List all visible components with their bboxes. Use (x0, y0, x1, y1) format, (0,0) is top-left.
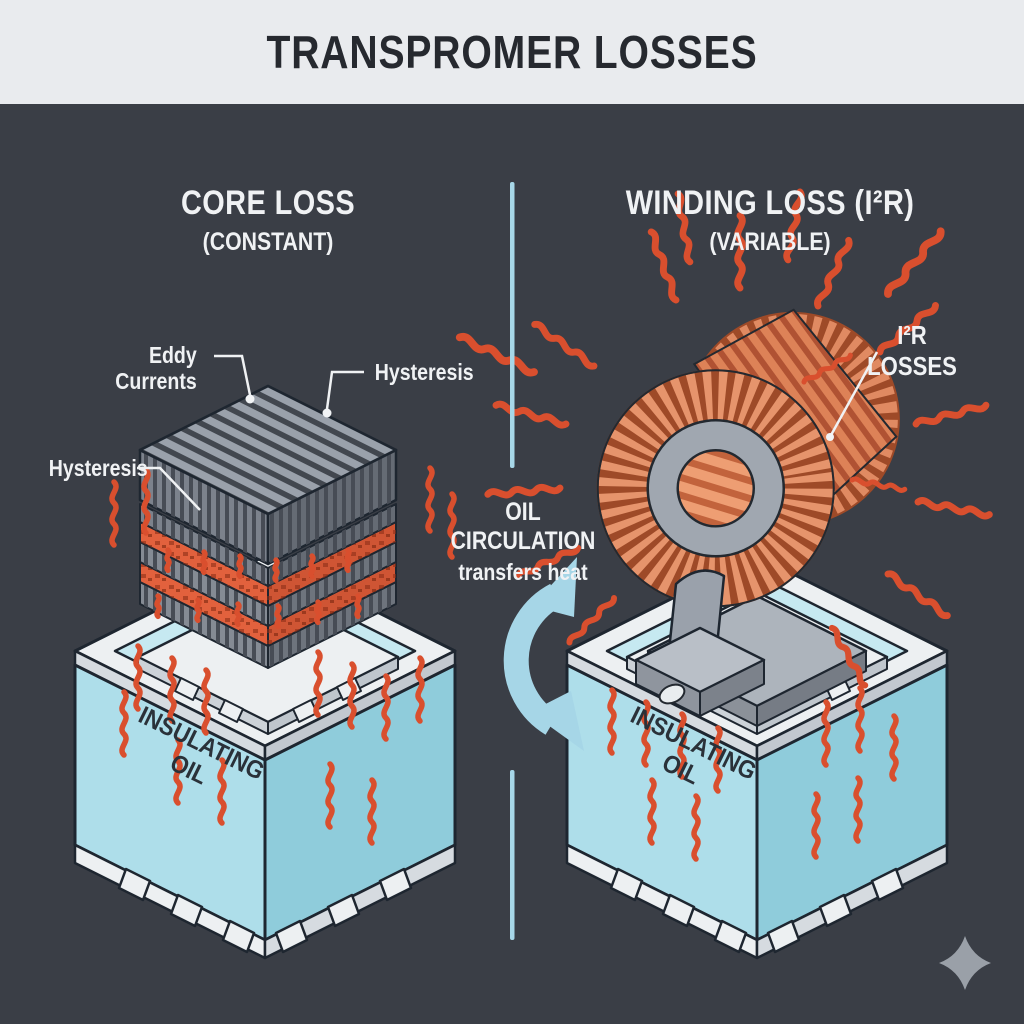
left-panel-header: CORE LOSS (CONSTANT) (132, 184, 404, 257)
eddy-callout-dot (245, 394, 255, 404)
right-tank-feet (609, 867, 905, 954)
right-panel-subheading: (VARIABLE) (709, 228, 831, 257)
eddy-currents-label: Eddy Currents (115, 342, 197, 395)
divider-line (510, 182, 515, 940)
right-panel-header: WINDING LOSS (I²R) (VARIABLE) (615, 184, 924, 257)
i2r-leader-line (826, 351, 879, 441)
core-thin-slab (139, 503, 397, 587)
bracket-hole (658, 683, 686, 705)
sparkle-icon (939, 936, 991, 990)
page-title: TRANSPROMER LOSSES (266, 26, 758, 78)
left-panel-subheading: (CONSTANT) (202, 228, 334, 257)
left-leader-lines (137, 354, 364, 511)
hysteresis-callout-dot (322, 408, 332, 418)
oil-circulation-line1: OIL CIRCULATION (450, 498, 596, 555)
circulation-arrow-icon (503, 557, 584, 751)
toroid-front-fins (596, 369, 835, 608)
right-panel-heading: WINDING LOSS (I²R) (625, 184, 915, 222)
toroid-front-ring (646, 419, 785, 558)
i2r-losses-label: I²R LOSSES (861, 320, 963, 382)
oil-circulation-line2: transfers heat (458, 558, 588, 585)
winding-bracket (634, 569, 766, 717)
left-tank-feet (117, 867, 413, 954)
left-core-stack (138, 384, 398, 669)
i2r-losses-line2: LOSSES (867, 351, 957, 382)
hysteresis-label-right: Hysteresis (374, 359, 474, 385)
core-top-slab (138, 384, 398, 566)
winding-toroid (596, 308, 900, 608)
oil-circulation-label: OIL CIRCULATION transfers heat (438, 498, 608, 585)
core-band-gray-2 (139, 581, 397, 669)
hysteresis-label-left: Hysteresis (48, 455, 148, 481)
i2r-losses-line1: I²R (897, 320, 927, 350)
header-band (0, 0, 1024, 104)
left-panel-heading: CORE LOSS (180, 184, 356, 222)
